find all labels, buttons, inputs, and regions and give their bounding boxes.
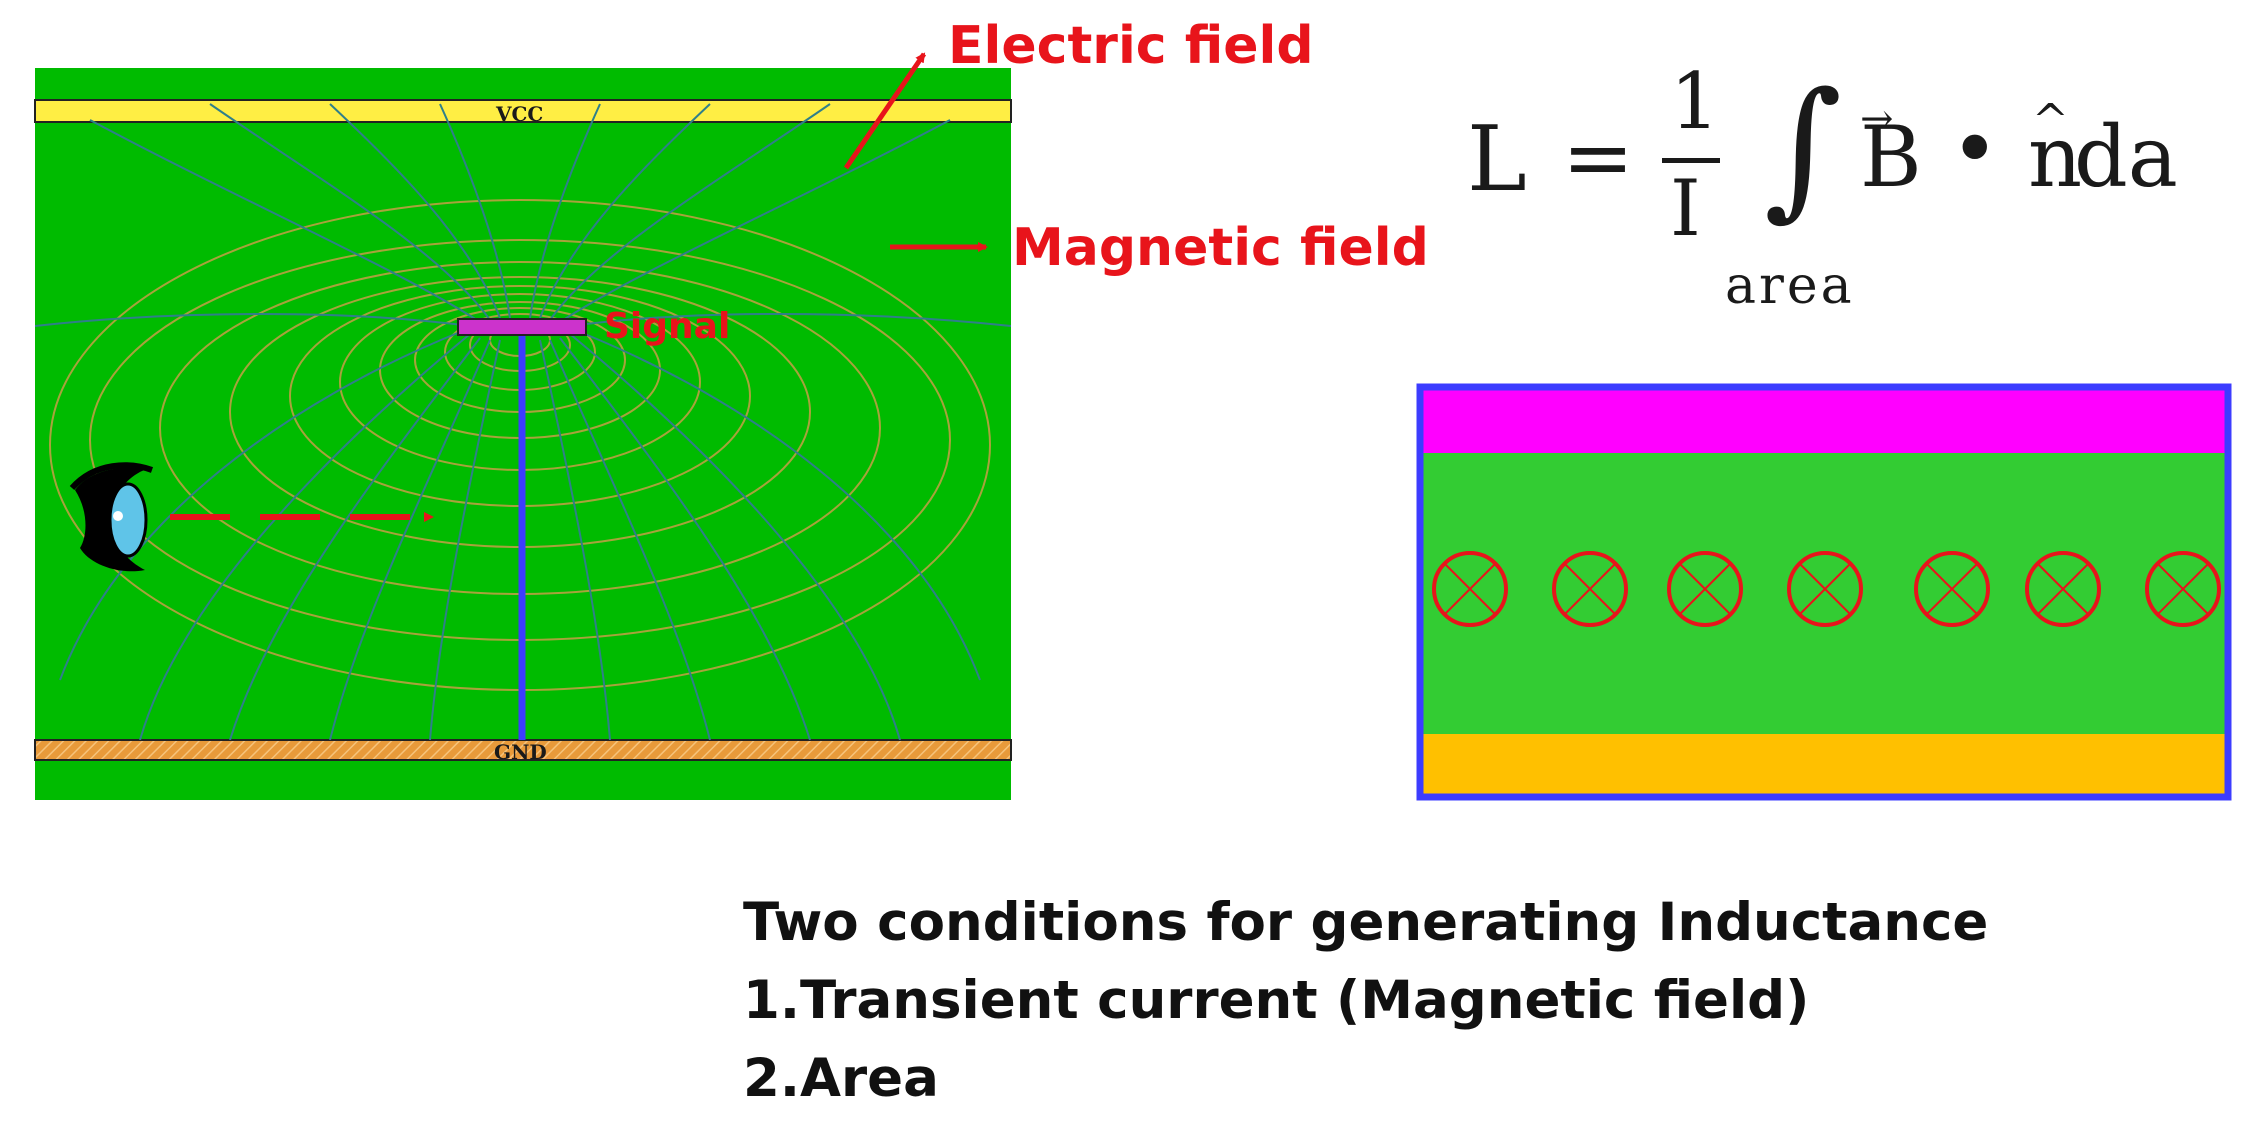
gnd-label: GND bbox=[494, 740, 547, 764]
electric-field-label: Electric field bbox=[948, 16, 1314, 76]
caption-item-1: 1.Transient current (Magnetic field) bbox=[743, 970, 1810, 1031]
electric-field-arrow bbox=[843, 52, 927, 170]
into-page-field-icon bbox=[1667, 551, 1743, 627]
into-page-field-icon bbox=[2025, 551, 2101, 627]
electric-field-lines bbox=[35, 103, 1011, 740]
into-page-field-icon bbox=[1787, 551, 1863, 627]
formula-equals: = bbox=[1562, 108, 1635, 208]
vector-arrow: → bbox=[1860, 96, 1894, 142]
into-page-field-icon bbox=[1914, 551, 1990, 627]
formula-normal: n bbox=[2028, 108, 2083, 206]
caption-item-2: 2.Area bbox=[743, 1048, 939, 1109]
cross-section-panel bbox=[1416, 383, 2232, 801]
into-page-field-icon bbox=[2145, 551, 2221, 627]
formula-numerator: 1 bbox=[1670, 57, 1720, 147]
formula-lhs: L bbox=[1467, 107, 1527, 212]
formula-denominator: I bbox=[1670, 164, 1701, 254]
magnetic-field-label: Magnetic field bbox=[1012, 218, 1429, 278]
formula-dot: • bbox=[1950, 100, 2000, 198]
formula-vector: B bbox=[1860, 108, 1922, 206]
vcc-label: VCC bbox=[496, 102, 544, 126]
into-page-field-markers bbox=[1432, 551, 2221, 627]
integral-sign: ∫ bbox=[1764, 61, 1843, 235]
fraction-bar bbox=[1662, 158, 1720, 163]
inductance-formula: L = 1 I ∫ → B • ^ n da area bbox=[1450, 55, 2210, 325]
caption-title: Two conditions for generating Inductance bbox=[743, 892, 1989, 953]
into-page-field-icon bbox=[1552, 551, 1628, 627]
signal-label: Signal bbox=[604, 306, 731, 347]
caption: Two conditions for generating Inductance… bbox=[743, 884, 1988, 1118]
into-page-field-icon bbox=[1432, 551, 1508, 627]
integral-limit: area bbox=[1725, 256, 1855, 316]
normal-hat: ^ bbox=[2032, 95, 2069, 146]
formula-differential: da bbox=[2074, 108, 2178, 206]
vcc-plane bbox=[34, 99, 1012, 123]
signal-trace bbox=[457, 318, 587, 336]
eye-icon bbox=[69, 462, 154, 572]
